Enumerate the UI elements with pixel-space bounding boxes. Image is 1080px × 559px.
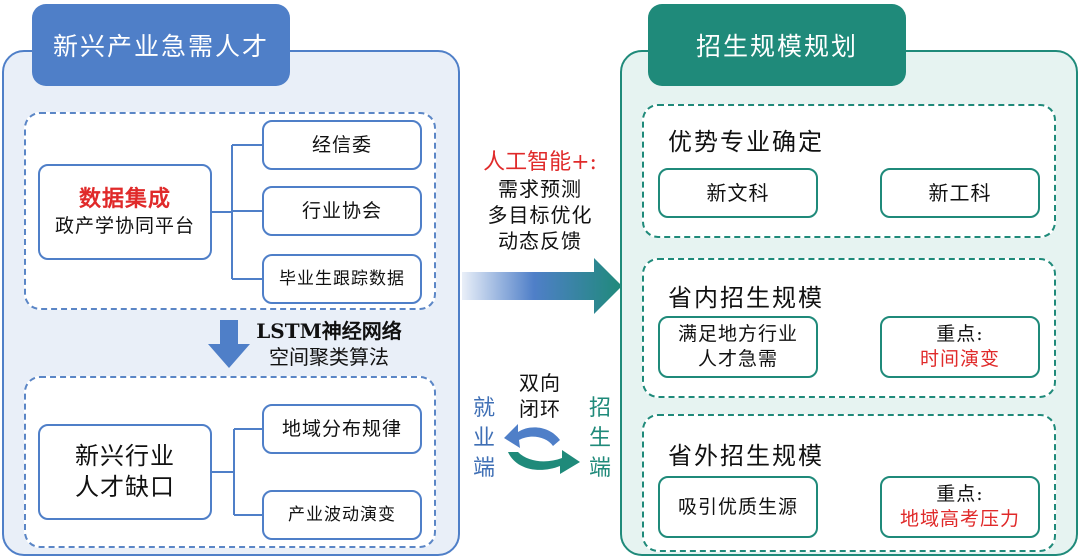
hub-title: 数据集成 — [78, 186, 171, 213]
source-connectors — [212, 144, 262, 280]
source-box-1: 经信委 — [262, 120, 422, 170]
section-in-province-title: 省内招生规模 — [668, 284, 824, 312]
new-engineering-label: 新工科 — [928, 181, 992, 205]
pattern-connectors — [212, 428, 262, 516]
pattern-label-2: 产业波动演变 — [288, 504, 396, 525]
quality-students-label: 吸引优质生源 — [677, 495, 798, 518]
pattern-box-2: 产业波动演变 — [262, 490, 422, 540]
admission-char-1: 招 — [588, 396, 611, 421]
algorithm-label: LSTM神经网络 空间聚类算法 — [244, 318, 414, 370]
employment-char-2: 业 — [472, 426, 495, 451]
hub-box: 数据集成 政产学协同平台 — [38, 164, 212, 260]
ai-block: 人工智能+: 需求预测 多目标优化 动态反馈 — [462, 150, 618, 254]
focus-region-value: 地域高考压力 — [899, 508, 1020, 530]
employment-char-3: 端 — [472, 456, 495, 481]
source-label-3: 毕业生跟踪数据 — [279, 268, 405, 289]
ai-item-1: 需求预测 — [498, 177, 582, 201]
algorithm-line-2: 空间聚类算法 — [269, 345, 389, 369]
section-out-province-title: 省外招生规模 — [668, 442, 824, 470]
employment-char-1: 就 — [472, 396, 495, 421]
focus-region-label: 重点: — [936, 483, 984, 506]
local-demand-line-2: 人才急需 — [697, 348, 778, 370]
loop-line-2: 闭环 — [519, 397, 561, 421]
employment-side-label: 就 业 端 — [470, 394, 498, 484]
focus-time-label: 重点: — [936, 323, 984, 346]
loop-label: 双向 闭环 — [510, 370, 570, 422]
source-box-2: 行业协会 — [262, 186, 422, 236]
ai-item-2: 多目标优化 — [487, 203, 593, 227]
right-arrow-icon — [462, 258, 622, 314]
section-advantage-title: 优势专业确定 — [668, 128, 824, 156]
new-engineering-box: 新工科 — [880, 168, 1040, 218]
new-liberal-arts-box: 新文科 — [658, 168, 818, 218]
local-demand-box: 满足地方行业 人才急需 — [658, 316, 818, 378]
pattern-label-1: 地域分布规律 — [281, 417, 402, 440]
local-demand-line-1: 满足地方行业 — [677, 323, 798, 346]
focus-time-value: 时间演变 — [919, 348, 1000, 370]
loop-line-1: 双向 — [519, 371, 561, 395]
gap-line-2: 人才缺口 — [75, 473, 175, 501]
loop-arrow-left-icon — [504, 424, 560, 448]
down-arrow-icon — [208, 320, 250, 368]
new-liberal-arts-label: 新文科 — [706, 181, 770, 205]
algorithm-line-1: LSTM神经网络 — [256, 319, 402, 343]
hub-subtitle: 政产学协同平台 — [54, 214, 195, 237]
source-label-2: 行业协会 — [301, 199, 382, 222]
source-label-1: 经信委 — [311, 133, 372, 156]
loop-arrow-right-icon — [508, 450, 580, 474]
quality-students-box: 吸引优质生源 — [658, 476, 818, 538]
left-panel-title: 新兴产业急需人才 — [32, 4, 290, 86]
gap-box: 新兴行业 人才缺口 — [38, 424, 212, 520]
right-panel-title: 招生规模规划 — [648, 4, 906, 86]
admission-char-2: 生 — [588, 426, 611, 451]
focus-region-box: 重点: 地域高考压力 — [880, 476, 1040, 538]
admission-char-3: 端 — [588, 456, 611, 481]
source-box-3: 毕业生跟踪数据 — [262, 254, 422, 304]
ai-item-3: 动态反馈 — [498, 229, 582, 253]
pattern-box-1: 地域分布规律 — [262, 404, 422, 454]
gap-line-1: 新兴行业 — [75, 441, 175, 470]
ai-title: 人工智能+: — [483, 150, 597, 175]
focus-time-box: 重点: 时间演变 — [880, 316, 1040, 378]
admission-side-label: 招 生 端 — [586, 394, 614, 484]
